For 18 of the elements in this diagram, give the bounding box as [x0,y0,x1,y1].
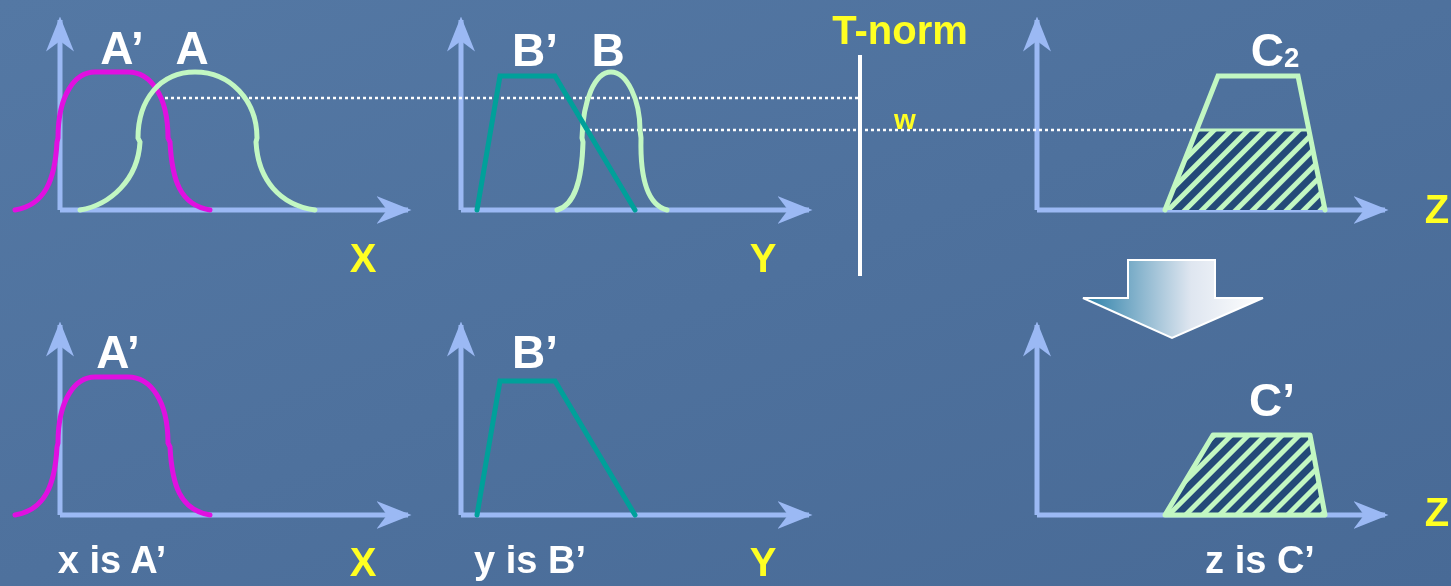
set-label: C’ [1249,377,1295,423]
set-label: B’ [512,27,558,73]
statement-label: x is A’ [57,541,167,579]
axis-label: X [349,238,377,278]
axis-label: Z [1424,492,1450,532]
set-label: A [175,25,209,71]
axis-label: Z [1424,189,1450,229]
axis-label: X [349,542,377,582]
operator-label: T-norm [832,10,968,50]
axis-label: Y [749,542,777,582]
axis-label: Y [749,238,777,278]
set-label: A’ [100,25,144,71]
set-label: A’ [96,329,140,375]
statement-label: y is B’ [474,541,586,579]
set-label: B’ [512,329,558,375]
weight-label: w [894,106,916,134]
set-label: B [591,27,625,73]
statement-label: z is C’ [1205,541,1315,579]
